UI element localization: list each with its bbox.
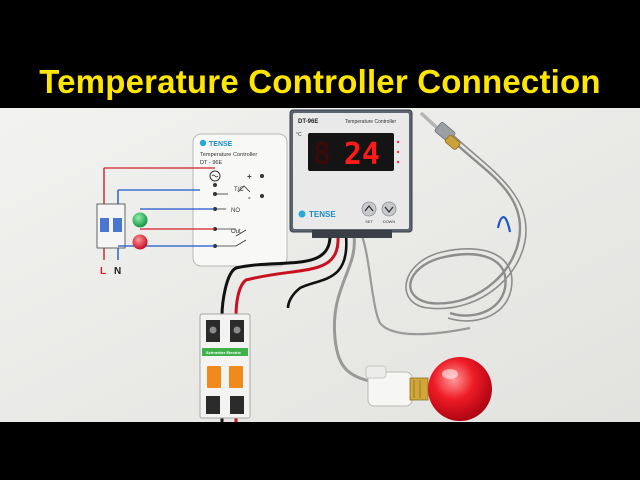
diagram-brand: TENSE [209,141,233,148]
display-ghost-digit: 8 [313,137,331,172]
diagram-plus-label: + [247,172,252,181]
diagram-minus-label: - [248,193,251,202]
red-light-bulb [428,357,492,421]
controller-subtitle: Temperature Controller [345,119,396,125]
breaker-brand: Schneider Electric [206,350,242,355]
up-arrow-icon [364,204,374,212]
diagram-model: DT - 96E [200,160,223,166]
breaker-brand-strip [202,348,248,356]
terminal-block [312,230,392,238]
neutral-label: N [114,266,121,277]
banner-title: Temperature Controller Connection [39,63,601,100]
wiring [220,235,471,422]
terminal-dot [213,183,217,187]
title-banner: Temperature Controller Connection [0,56,640,108]
down-button[interactable] [381,201,397,217]
bulb-assembly [365,357,492,421]
circuit-breaker: Schneider Electric [199,313,251,419]
down-button-label: DOWN [383,220,395,224]
thermocouple-cable [405,135,527,322]
diagram-product: Temperature Controller [200,152,257,158]
breaker-toggle-right[interactable] [229,366,243,388]
down-arrow-icon [384,206,394,214]
schematic-left: L N [96,167,215,277]
line-label: L [100,266,106,277]
temperature-controller: DT-96E Temperature Controller °C 24 8 TE… [289,109,413,238]
diagram-no-label: NO [231,208,240,214]
set-button-label: SET [365,220,373,224]
controller-logo-icon [298,210,306,218]
controller-brand: TENSE [309,210,336,219]
wiring-photo: TENSE Temperature Controller DT - 96E T/… [0,108,640,422]
bulb-base [409,377,429,401]
set-button[interactable] [361,201,377,217]
tense-logo-icon [199,139,207,147]
controller-model: DT-96E [298,119,318,125]
controller-unit: °C [296,132,302,138]
green-indicator-lamp [132,212,148,228]
temperature-reading: 24 [344,137,380,172]
thermocouple-probe [420,112,461,150]
red-indicator-lamp [132,234,148,250]
power-symbol-icon [209,170,221,182]
diagram-card: TENSE Temperature Controller DT - 96E T/… [192,133,288,267]
breaker-toggle-left[interactable] [207,366,221,388]
controller-display [308,133,394,171]
ac-wave-icon [211,174,219,178]
diagram-out-label: Out [231,229,241,235]
diagram-tc-label: T/C [234,187,244,193]
photo-scene: TENSE Temperature Controller DT - 96E T/… [0,108,640,422]
